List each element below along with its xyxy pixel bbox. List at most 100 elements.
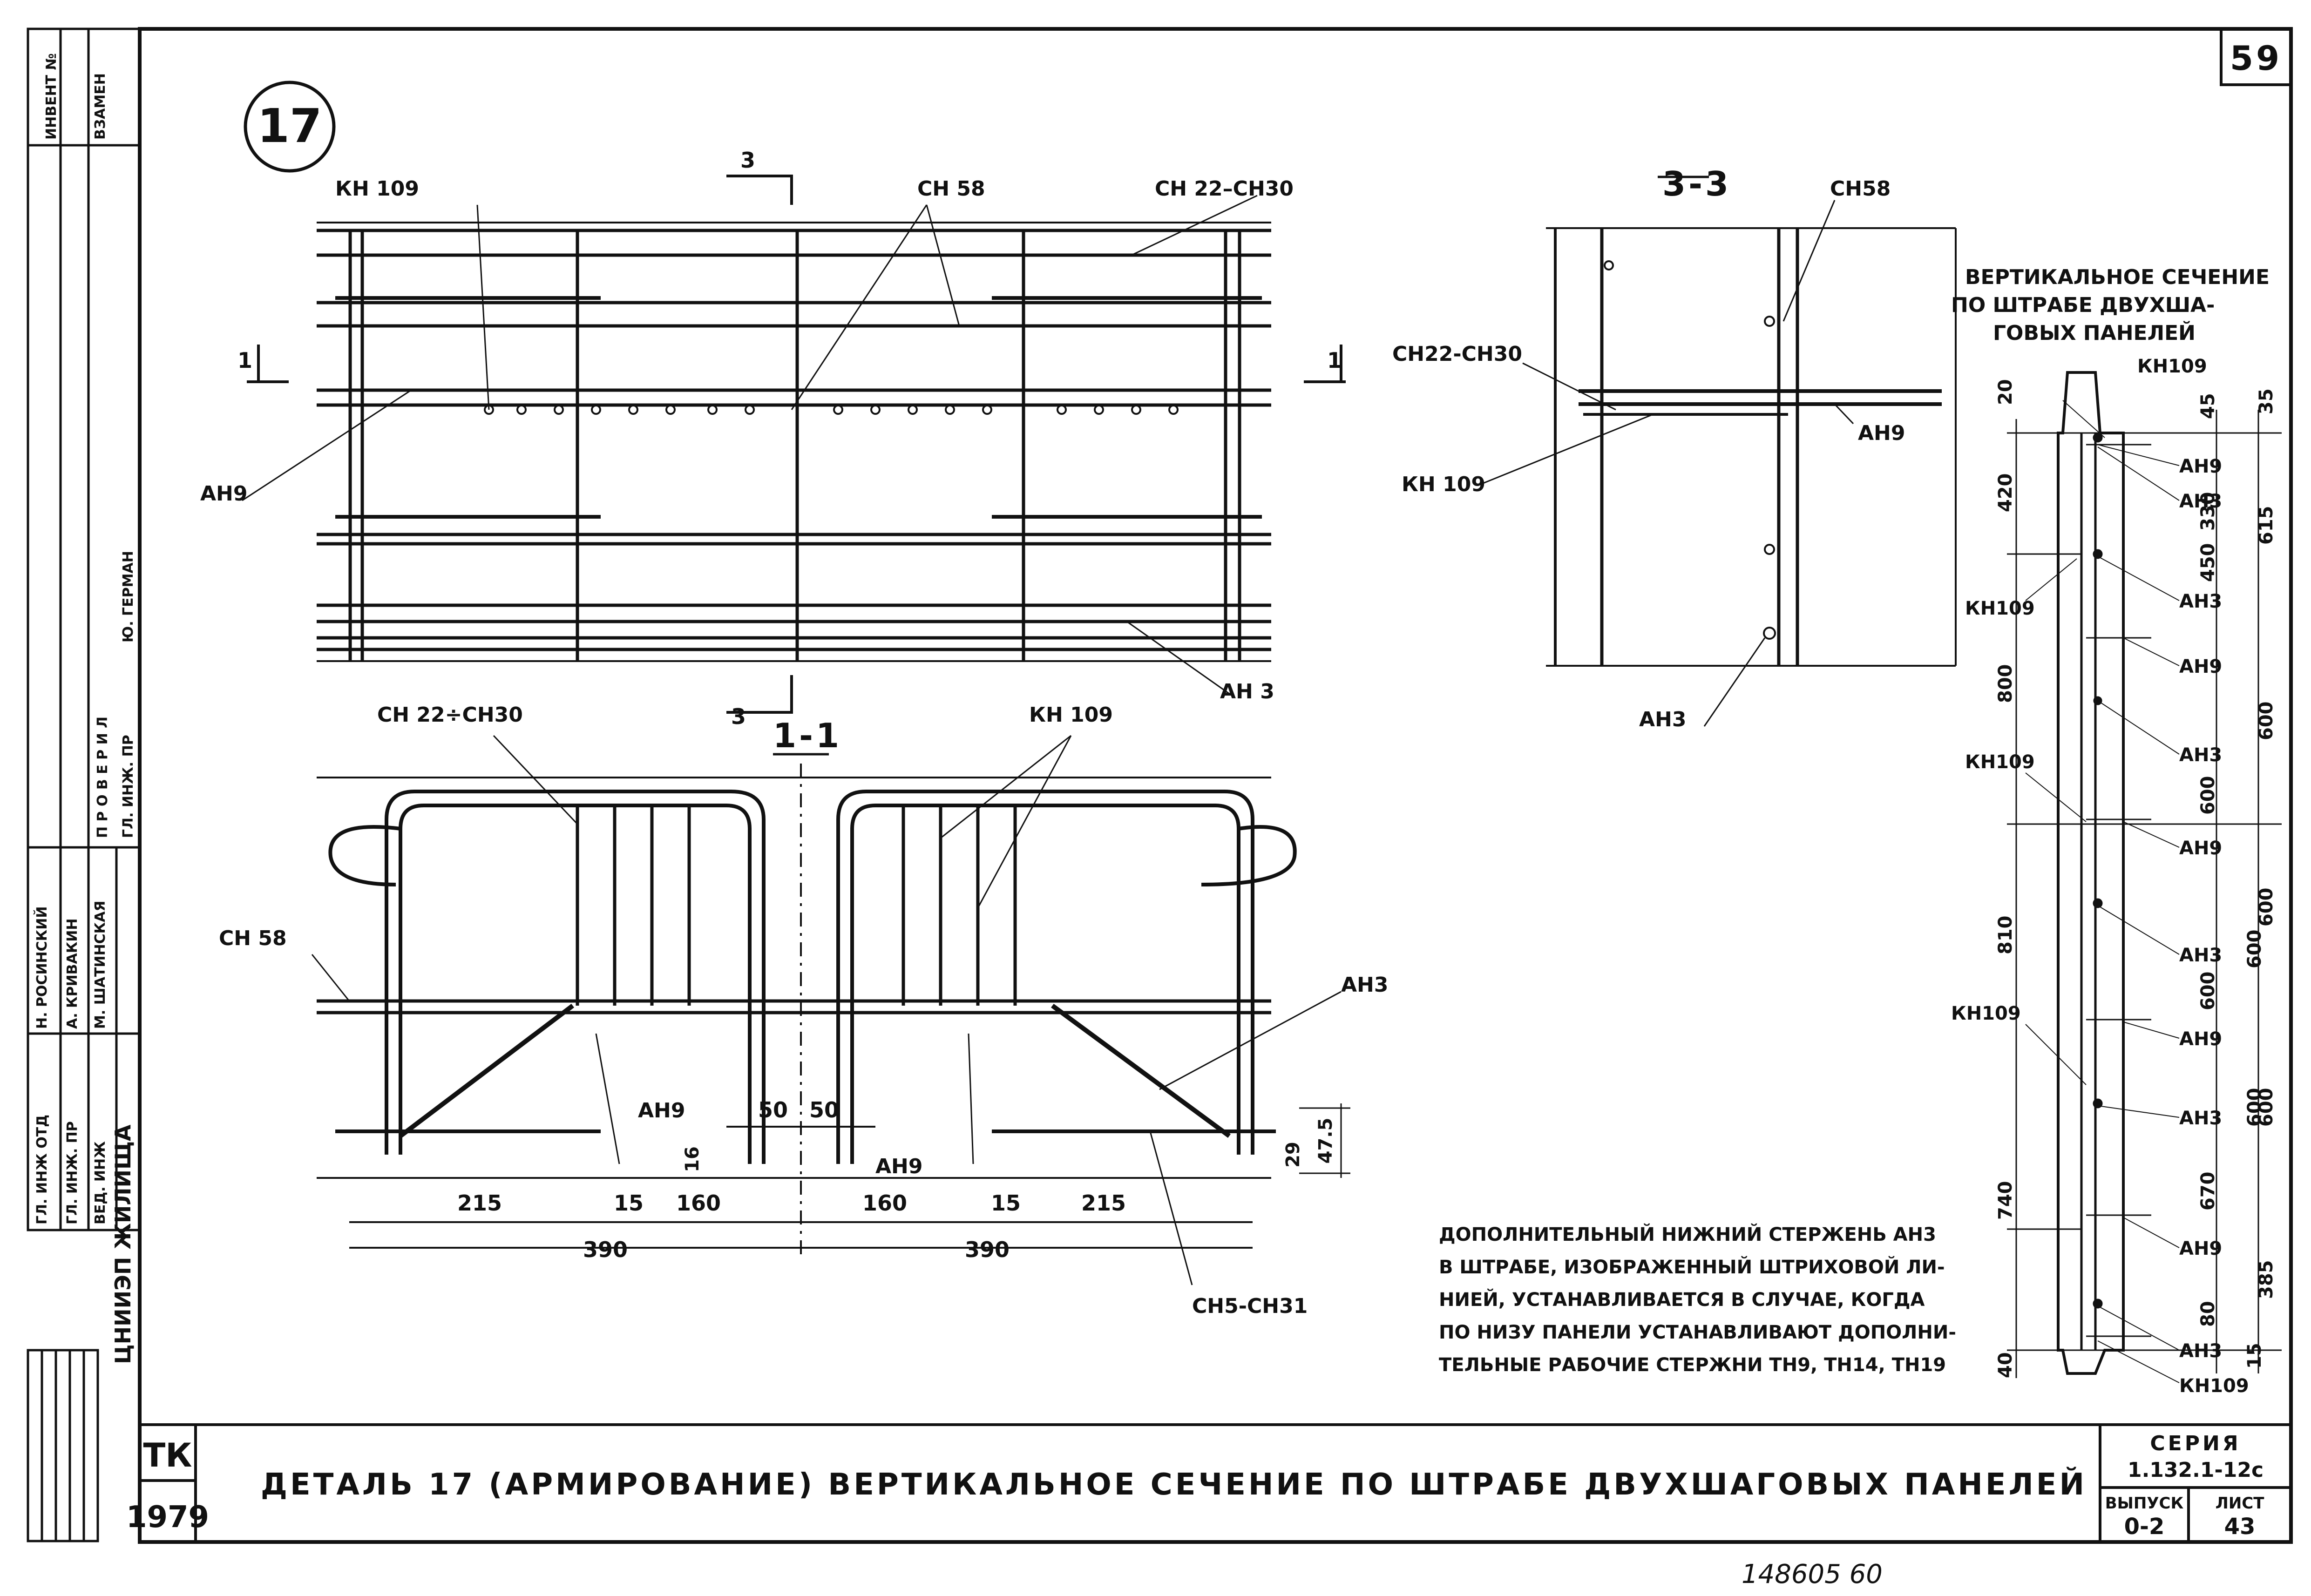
vs-left-label-kn109-1: КН109	[1965, 598, 2035, 619]
dim-47-5: 47.5	[1315, 1118, 1336, 1164]
dim-215-right: 215	[1081, 1190, 1126, 1216]
title-block-text: ТК 1979 ДЕТАЛЬ 17 (АРМИРОВАНИЕ) ВЕРТИКАЛ…	[126, 1432, 2264, 1540]
section-1-1-label-cn58: СН 58	[219, 926, 287, 950]
section-1-1-title: 1-1	[773, 716, 842, 755]
vs-mid-dim-600-3: 600	[2244, 930, 2265, 969]
vs-right-label-an9-1: АН9	[2179, 456, 2222, 477]
section-3-3-labels: 3-3 СН58 СН22-СН30 АН9 КН 109 АН3	[1392, 164, 1905, 731]
stamp-name-3: М. ШАТИНСКАЯ	[92, 900, 108, 1029]
vs-mid-dim-450: 450	[2197, 543, 2219, 582]
section-1-1-label-cn5-cn31: СН5-СН31	[1192, 1294, 1308, 1318]
vs-right-label-an9-2: АН9	[2179, 656, 2222, 677]
vs-right-label-an9-3: АН9	[2179, 838, 2222, 859]
vs-left-dim-40: 40	[1995, 1352, 2016, 1378]
stamp-org: ЦНИИЭП ЖИЛИЩА	[110, 1124, 136, 1364]
stamp-checked: П Р О В Е Р И Л	[95, 717, 111, 838]
title-series-value: 1.132.1-12с	[2128, 1458, 2264, 1482]
vertical-section-drawing	[2007, 371, 2282, 1383]
vertical-section-title-line-2: ПО ШТРАБЕ ДВУХША-	[1951, 293, 2215, 317]
vs-left-dim-800: 800	[1995, 664, 2016, 703]
section-1-1-label-an3: АН3	[1341, 973, 1389, 997]
title-block	[140, 1423, 2291, 1542]
vs-mid-dim-15: 15	[2244, 1343, 2265, 1369]
side-stamp-text: ИНВЕНТ № ВЗАМЕН П Р О В Е Р И Л ГЛ. ИНЖ …	[34, 53, 136, 1364]
dim-29: 29	[1282, 1142, 1304, 1168]
plan-label-cn22-cn30: СН 22–СН30	[1155, 177, 1294, 201]
plan-section-mark-3-top: 3	[740, 148, 755, 173]
section-3-3-label-an3: АН3	[1639, 708, 1687, 731]
dim-50-left: 50	[758, 1097, 788, 1123]
section-1-1-labels: 1-1 СН 22÷СН30 КН 109 СН 58 АН3 АН9 АН9 …	[219, 703, 1389, 1318]
vertical-section-labels: 20 420 800 810 740 40 45 330 450 600 600…	[1951, 356, 2277, 1397]
title-series-label: СЕРИЯ	[2150, 1432, 2241, 1455]
section-3-3-title: 3-3	[1662, 164, 1731, 203]
vs-mid-dim-45: 45	[2197, 393, 2219, 419]
section-1-1-label-an9-right: АН9	[875, 1155, 923, 1178]
vertical-section-title-line-3: ГОВЫХ ПАНЕЛЕЙ	[1993, 320, 2196, 345]
vs-right-label-an9-5: АН9	[2179, 1238, 2222, 1259]
section-1-1-label-kn109: КН 109	[1029, 703, 1113, 727]
vs-right-label-kn109-bottom: КН109	[2179, 1375, 2249, 1397]
note-line-3: НИЕЙ, УСТАНАВЛИВАЕТСЯ В СЛУЧАЕ, КОГДА	[1439, 1288, 1925, 1311]
title-main: ДЕТАЛЬ 17 (АРМИРОВАНИЕ) ВЕРТИКАЛЬНОЕ СЕЧ…	[261, 1467, 2087, 1502]
title-year: 1979	[126, 1500, 209, 1535]
vs-mid-dim-600-1: 600	[2197, 776, 2219, 815]
dim-160-left: 160	[676, 1190, 721, 1216]
vs-right-dim-35: 35	[2256, 388, 2277, 414]
dim-390-right: 390	[965, 1237, 1010, 1262]
plan-section-mark-1-right: 1	[1327, 348, 1342, 373]
vs-mid-dim-670: 670	[2197, 1172, 2219, 1211]
stamp-role-1: ГЛ. ИНЖ ОТД	[34, 1115, 50, 1224]
section-3-3-label-an9: АН9	[1858, 421, 1905, 445]
vs-left-dim-20: 20	[1995, 379, 2016, 405]
title-issue-value: 0-2	[2124, 1514, 2165, 1540]
plan-labels: КН 109 СН 58 СН 22–СН30 АН9 АН 3 3 3 1 1	[200, 148, 1342, 729]
dim-390-left: 390	[583, 1237, 628, 1262]
vs-right-dim-600-1: 600	[2256, 702, 2277, 741]
detail-number-marker: 17	[244, 81, 336, 173]
note-line-5: ТЕЛЬНЫЕ РАБОЧИЕ СТЕРЖНИ ТН9, ТН14, ТН19	[1439, 1354, 1946, 1376]
title-sheet-label: ЛИСТ	[2216, 1494, 2265, 1513]
vs-right-label-an3-1: АН3	[2179, 491, 2222, 512]
stamp-name-1: Н. РОСИНСКИЙ	[34, 906, 50, 1029]
section-1-1	[311, 735, 1350, 1285]
vs-right-label-an3-2: АН3	[2179, 591, 2222, 612]
vs-right-dim-600-2: 600	[2256, 888, 2277, 927]
vs-right-dim-600-3: 600	[2256, 1088, 2277, 1127]
plan-label-cn58: СН 58	[917, 177, 985, 201]
stamp-role-2: ГЛ. ИНЖ. ПР	[64, 1121, 81, 1224]
bottom-handwritten-note: 148605 60	[1742, 1559, 1883, 1589]
section-1-1-label-an9-left: АН9	[638, 1099, 685, 1123]
title-issue-label: ВЫПУСК	[2105, 1494, 2184, 1513]
side-stamp	[27, 27, 141, 1542]
vs-mid-dim-330: 330	[2197, 492, 2219, 531]
dim-16: 16	[682, 1146, 703, 1172]
vs-mid-dim-600-2: 600	[2197, 972, 2219, 1011]
dim-50-right: 50	[809, 1097, 839, 1123]
vs-mid-dim-80: 80	[2197, 1301, 2219, 1327]
stamp-vzam: ВЗАМЕН	[92, 73, 108, 140]
section-3-3-label-cn58: СН58	[1830, 177, 1891, 201]
vs-right-label-an3-5: АН3	[2179, 1108, 2222, 1129]
note-line-1: ДОПОЛНИТЕЛЬНЫЙ НИЖНИЙ СТЕРЖЕНЬ АН3	[1439, 1223, 1936, 1245]
vs-left-dim-810: 810	[1995, 916, 2016, 955]
title-sheet-value: 43	[2224, 1514, 2256, 1540]
vs-left-label-kn109-2: КН109	[1965, 751, 2035, 773]
vs-mid-dim-600-4: 600	[2244, 1088, 2265, 1127]
vs-right-label-an3-4: АН3	[2179, 945, 2222, 966]
vs-left-label-kn109-3: КН109	[1951, 1003, 2021, 1024]
plan-section-mark-1-left: 1	[237, 348, 252, 373]
vs-right-label-an3-3: АН3	[2179, 744, 2222, 766]
stamp-checker-role: ГЛ. ИНЖ. ПР	[120, 735, 136, 838]
vs-left-dim-740: 740	[1995, 1181, 2016, 1220]
vs-top-label-kn109: КН109	[2137, 356, 2207, 377]
note-block: ДОПОЛНИТЕЛЬНЫЙ НИЖНИЙ СТЕРЖЕНЬ АН3 В ШТР…	[1439, 1223, 1956, 1376]
title-tk: ТК	[143, 1436, 192, 1474]
note-line-4: ПО НИЗУ ПАНЕЛИ УСТАНАВЛИВАЮТ ДОПОЛНИ-	[1439, 1322, 1956, 1343]
section-3-3-label-cn22-cn30: СН22-СН30	[1392, 342, 1522, 366]
plan-label-kn109: КН 109	[335, 177, 419, 201]
page-number: 59	[2230, 39, 2282, 78]
vs-right-dim-385: 385	[2256, 1260, 2277, 1299]
note-line-2: В ШТРАБЕ, ИЗОБРАЖЕННЫЙ ШТРИХОВОЙ ЛИ-	[1439, 1256, 1945, 1278]
vs-right-label-an3-6: АН3	[2179, 1340, 2222, 1362]
